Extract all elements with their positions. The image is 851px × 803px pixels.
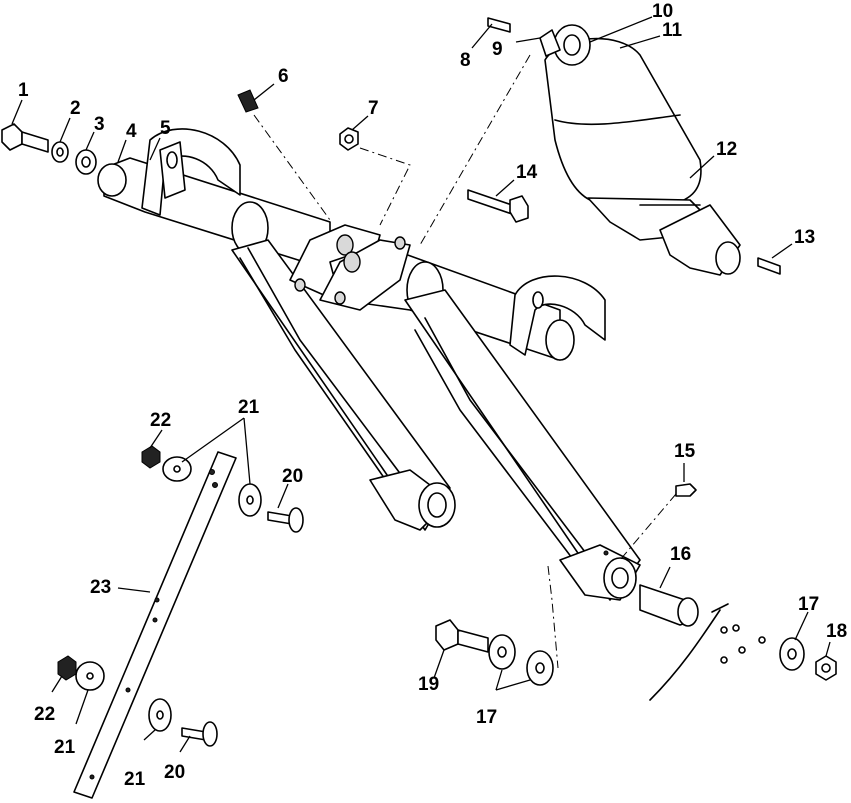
callout-20-upper: 20 [282, 466, 303, 487]
callout-1: 1 [18, 80, 29, 101]
callout-14: 14 [516, 162, 538, 183]
callout-19: 19 [418, 674, 439, 695]
rear-torque-arm [319, 236, 641, 601]
callout-9: 9 [492, 39, 503, 60]
leader-lines [11, 16, 831, 753]
callout-10: 10 [652, 1, 673, 22]
callout-12: 12 [716, 139, 737, 160]
callout-13: 13 [794, 227, 815, 248]
callout-21-upper: 21 [238, 397, 260, 418]
callout-16: 16 [670, 544, 691, 565]
callout-labels: 1 2 3 4 5 6 7 8 9 10 11 12 13 14 15 16 1… [18, 1, 847, 790]
hardware-parts [1, 17, 837, 701]
callout-18: 18 [826, 621, 847, 642]
callout-22-upper: 22 [150, 410, 171, 431]
callout-17-lower: 17 [476, 707, 497, 728]
callout-7: 7 [368, 98, 379, 119]
front-torque-arm [97, 128, 456, 531]
callout-3: 3 [94, 114, 105, 135]
callout-20-lower: 20 [164, 762, 185, 783]
callout-2: 2 [70, 98, 81, 119]
callout-5: 5 [160, 118, 171, 139]
callout-6: 6 [278, 66, 289, 87]
callout-11: 11 [662, 20, 683, 41]
callout-21-left: 21 [54, 737, 76, 758]
callout-17-upper: 17 [798, 594, 819, 615]
callout-23: 23 [90, 577, 111, 598]
callout-21-lower: 21 [124, 769, 146, 790]
callout-22-lower: 22 [34, 704, 55, 725]
callout-15: 15 [674, 441, 696, 462]
assembly-lines [253, 54, 677, 669]
shock-absorber [539, 24, 741, 276]
limiter-strap [57, 445, 304, 799]
callout-8: 8 [460, 50, 471, 71]
callout-4: 4 [126, 121, 137, 142]
